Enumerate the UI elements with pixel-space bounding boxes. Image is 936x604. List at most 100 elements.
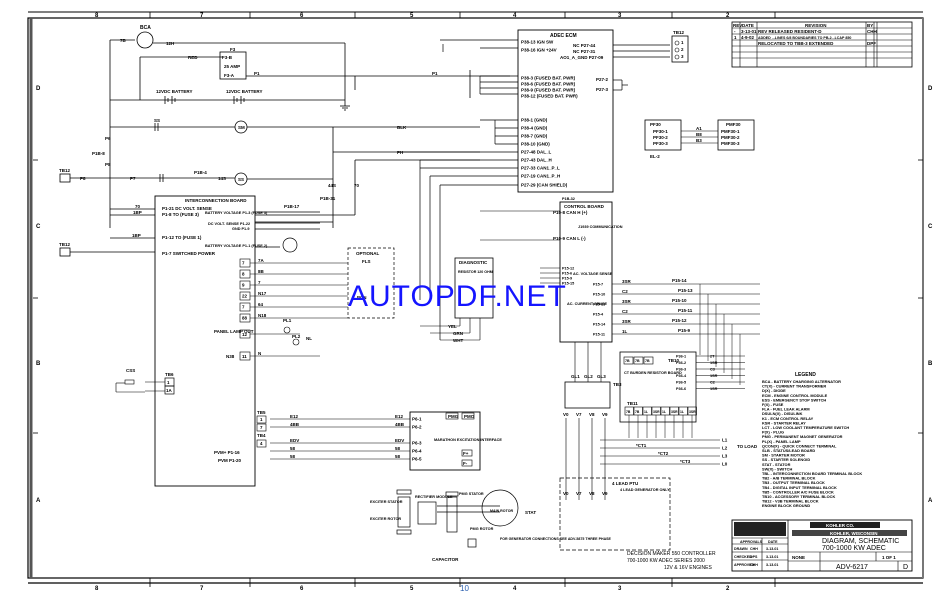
legend-item: SS - STARTER SOLENOID xyxy=(762,457,810,462)
tb12-left-label: TB12 xyxy=(59,168,71,173)
current-plug-label: P15-10 xyxy=(672,298,687,303)
legend-item: DSULN(X) - DISULINK xyxy=(762,411,803,416)
icb-pin: P1-7 SWITCHED POWER xyxy=(162,251,216,256)
legend-item: D(X) - DIODE xyxy=(762,388,786,393)
rev-row-1-text: REV RELEASED RESIDENT-D xyxy=(758,29,822,34)
zone-col-label-top: 5 xyxy=(410,13,414,19)
legend-item: SLB - STATUS/LEAD BOARD xyxy=(762,448,815,453)
tb10-terminal: 7B xyxy=(645,359,650,363)
zone-col-label-top: 3 xyxy=(618,13,622,19)
tb-terminal: 22 xyxy=(242,294,248,299)
pmo-terminal: PMO xyxy=(464,414,475,419)
zone-row-label-left: B xyxy=(36,361,41,367)
zone-col-label-top: 4 xyxy=(513,13,517,19)
wire-label: 1BP xyxy=(133,210,142,215)
optional-title: OPTIONAL xyxy=(356,251,380,256)
cb-voltage-pin: P15-12 xyxy=(562,267,574,271)
zone-col-label-bottom: 6 xyxy=(300,586,304,592)
tb-wire-label: 7 xyxy=(258,280,261,285)
icb-pin: DC VOLT. SENSE P1-22 xyxy=(208,222,250,226)
plug-label: P1B-31 xyxy=(320,196,336,201)
cb-current-pin: P15-4 xyxy=(593,313,604,317)
legend-item: TB4 - DIGITAL INPUT TERMINAL BLOCK xyxy=(762,485,837,490)
legend-item: QCON(X) - QUICK CONNECT TERMINAL xyxy=(762,443,837,448)
rev-row-2-text: ADDED ...LINES 6/8 BOUNDARIES TO PB-2...… xyxy=(758,36,851,40)
ct-burden-pin: P36-3 xyxy=(676,368,686,372)
legend: LEGEND BCA - BATTERY CHARGING ALTERNATOR… xyxy=(762,372,862,508)
load-line-label: L3 xyxy=(722,454,728,459)
company-name: KOHLER CO. xyxy=(826,523,854,528)
zone-row-label-right: C xyxy=(928,224,933,230)
legend-item: P(X) - PLUG xyxy=(762,430,784,435)
doc-title: 700-1000 KW ADEC xyxy=(822,545,886,552)
zone-col-label-top: 7 xyxy=(200,13,204,19)
rev-header-date: DATE xyxy=(742,23,754,28)
fuse-f3-label: F3 xyxy=(230,47,236,52)
marathon-wire-label: EDV xyxy=(290,438,299,443)
tb12-label: TB12 xyxy=(673,30,685,35)
css-label: CSS xyxy=(126,368,135,373)
icb-pin: P1-21 DC VOLT. SENSE xyxy=(162,206,212,211)
stat-label: STAT xyxy=(525,510,536,515)
watermark: AUTOPDF.NET xyxy=(348,280,567,313)
panel-lamp-section: PANEL LAMP OUT PL1 PL2 NL xyxy=(214,318,312,346)
v-line-label: V8 xyxy=(589,412,595,417)
tb5-terminal: 1 xyxy=(260,417,263,422)
rev-row-1-date: 3-13-01 xyxy=(741,29,757,34)
page-number: 10 xyxy=(460,584,469,593)
drawing-rev: D xyxy=(903,564,908,571)
ecm-input-pin: P38-3 (FUSED BAT. PWR) xyxy=(521,76,576,81)
cb-current-pin: P15-7 xyxy=(593,283,603,287)
tb4-cell xyxy=(256,439,267,448)
generator-note: FOR GENERATOR CONNECTIONS SEE ADV-5875 T… xyxy=(500,537,612,541)
fls-label: FLS xyxy=(362,259,371,264)
ct-burden-wire-label: 1SR xyxy=(710,361,718,365)
approval-date: 3-13-01 xyxy=(766,555,778,559)
tb-wire-label: 8B xyxy=(258,269,265,274)
wire-label: 70 xyxy=(135,204,141,209)
rev-row-1-by: CHH xyxy=(867,29,877,34)
tb11-terminal: 3SR xyxy=(653,410,660,414)
ecm-input-pin: P27-19 CAN1_P_H xyxy=(521,174,560,179)
wire-label: P7 xyxy=(130,176,136,181)
ct-label: *CT2 xyxy=(658,451,669,456)
legend-item: STAT - STATOR xyxy=(762,462,791,467)
tb12-right: TB12 1 2 3 xyxy=(671,30,689,63)
rev-header-revision: REVISION xyxy=(805,23,827,28)
diag-wire-wht: WHT xyxy=(453,338,463,343)
ecm-input-pin: P38-6 (FUSED BAT. PWR) xyxy=(521,82,576,87)
current-plug-label: P15-9 xyxy=(678,328,691,333)
zone-col-label-bottom: 3 xyxy=(618,586,622,592)
tb5-cell xyxy=(256,423,267,432)
zone-row-label-right: A xyxy=(928,498,933,504)
approvals-header: APPROVALS xyxy=(740,540,763,544)
ptu-label: 4 LEAD PTU xyxy=(612,481,638,486)
tb5-terminal: 7 xyxy=(260,425,263,430)
wire-label: PH xyxy=(397,150,403,155)
current-plug-label: P15-14 xyxy=(672,278,687,283)
tb-wire-label: 7A xyxy=(258,258,265,263)
tb-terminal: 12 xyxy=(242,332,248,337)
cb-j1939-pin: P10-8 CAN H (+) xyxy=(553,210,588,215)
ptu-v-label: V0 xyxy=(563,491,569,496)
current-wire-label: 1L xyxy=(622,329,628,334)
tb6-block: TB6 1 1A CSS xyxy=(115,368,175,395)
ptu-v-label: V7 xyxy=(576,491,582,496)
ecm-input-pin: P38-12 (FUSED BAT. PWR) xyxy=(521,94,578,99)
rev-row-3-by: DPF xyxy=(867,41,876,46)
control-board-title: CONTROL BOARD xyxy=(564,204,605,209)
tb6-label: TB6 xyxy=(165,372,174,377)
legend-item: TBL - INTERCONNECTION BOARD TERMINAL BLO… xyxy=(762,471,862,476)
approval-date: 3-13-01 xyxy=(766,547,778,551)
ecm-input-pin: P38-7 (GND) xyxy=(521,134,548,139)
battery-1-label: 12VDC BATTERY xyxy=(156,89,193,94)
f-plus-terminal: F+ xyxy=(463,451,469,456)
tb11-terminal: 7B xyxy=(635,410,640,414)
exciter-rotor-label: EXCITER ROTOR xyxy=(370,517,401,521)
tb12-left: TB12 TB12 xyxy=(59,168,155,257)
ct-burden-wire-label: 1SR xyxy=(710,374,718,378)
gl-label: GL2 xyxy=(584,374,593,379)
